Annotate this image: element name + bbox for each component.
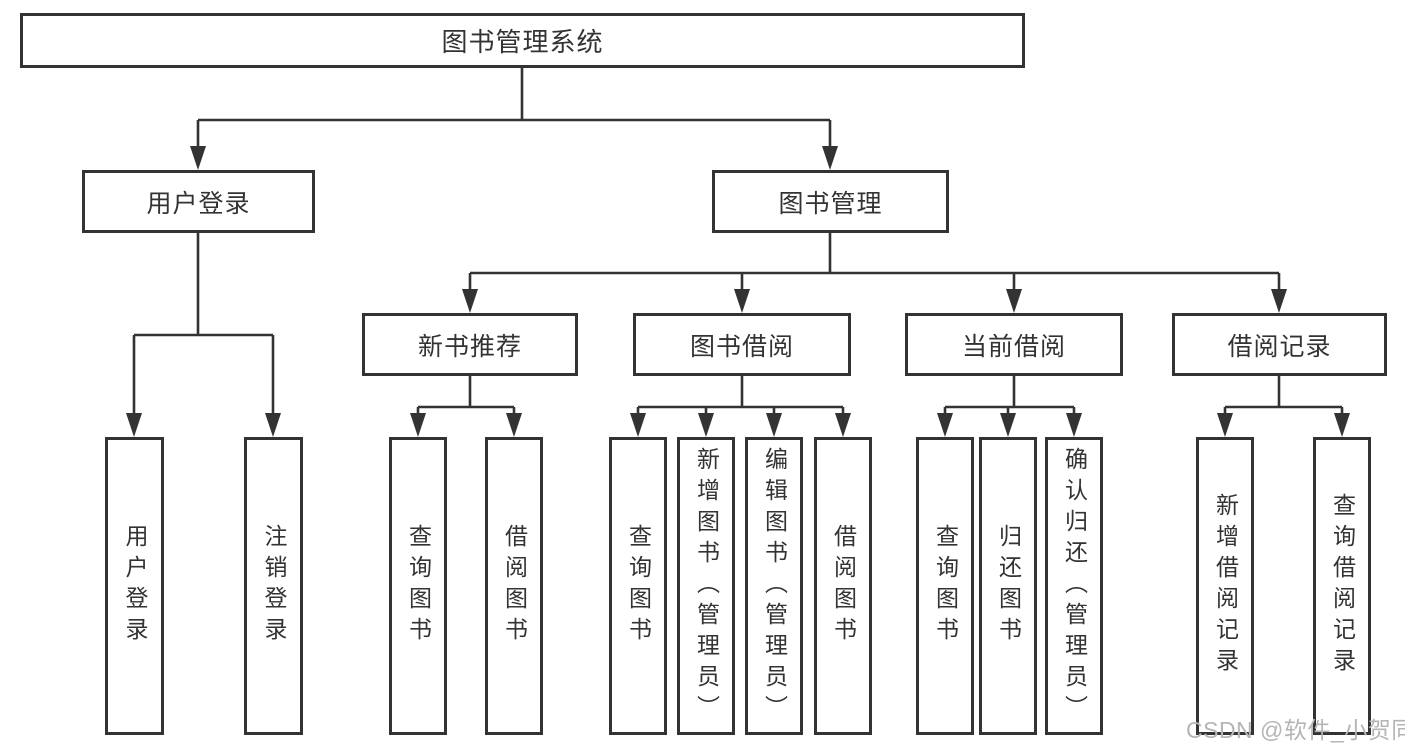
leaf-recommend-query-books: 查询图书 [389,437,447,735]
node-current-borrowing: 当前借阅 [905,313,1123,376]
leaf-user-login: 用户登录 [105,437,164,735]
node-label: 新增借阅记录 [1212,493,1239,679]
node-label: 查询图书 [405,524,432,648]
leaf-borrowing-query-books: 查询图书 [609,437,667,735]
node-label: 确认归还（管理员） [1061,446,1088,726]
node-label: 用户登录 [122,524,148,648]
leaf-current-confirm-return: 确认归还（管理员） [1045,437,1103,735]
node-new-book-recommend: 新书推荐 [362,313,578,376]
node-label: 注销登录 [261,524,287,648]
node-label: 借阅图书 [830,524,857,648]
leaf-logout: 注销登录 [244,437,303,735]
node-book-borrowing: 图书借阅 [633,313,851,376]
node-borrowing-records: 借阅记录 [1172,313,1387,376]
node-label: 查询图书 [625,524,652,648]
leaf-records-query-record: 查询借阅记录 [1313,437,1371,735]
node-book-management: 图书管理 [712,170,949,233]
csdn-watermark: CSDN @软件_小贺同学 [1186,717,1405,743]
node-label: 新增图书（管理员） [693,446,720,726]
node-book-management-system: 图书管理系统 [20,13,1025,68]
leaf-borrowing-add-books: 新增图书（管理员） [677,437,735,735]
node-label: 归还图书 [995,524,1022,648]
leaf-current-return-books: 归还图书 [979,437,1037,735]
leaf-current-query-books: 查询图书 [916,437,974,735]
node-label: 查询图书 [932,524,959,648]
node-user-login: 用户登录 [82,170,315,233]
node-label: 借阅图书 [501,524,528,648]
leaf-borrowing-borrow-books: 借阅图书 [814,437,872,735]
leaf-records-add-record: 新增借阅记录 [1196,437,1254,735]
node-label: 编辑图书（管理员） [761,446,788,726]
leaf-borrowing-edit-books: 编辑图书（管理员） [745,437,803,735]
leaf-recommend-borrow-books: 借阅图书 [485,437,543,735]
node-label: 查询借阅记录 [1329,493,1356,679]
